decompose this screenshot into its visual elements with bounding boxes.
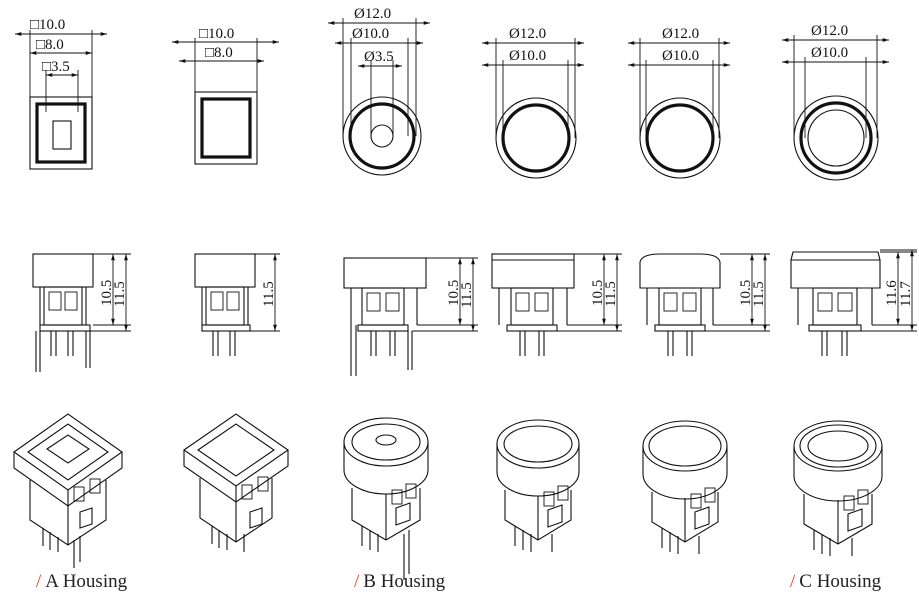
side-view-1: 10.5 11.5 — [32, 253, 131, 372]
caption-a-label: A Housing — [45, 571, 128, 592]
iso-view-a-window — [13, 413, 123, 568]
height-body: 10.5 — [446, 280, 462, 306]
dim-window-square: □3.5 — [42, 59, 70, 75]
height-body: 10.5 — [99, 280, 115, 306]
dim-inner-square: □8.0 — [205, 45, 233, 61]
iso-view-b-window — [343, 417, 429, 580]
caption-accent-slash: / — [354, 571, 360, 592]
caption-accent-slash: / — [36, 571, 42, 592]
top-view-c: Ø12.0 Ø10.0 — [782, 23, 889, 181]
height-total: 11.5 — [112, 281, 128, 307]
height-total: 11.7 — [898, 281, 914, 307]
side-view-6: 11.6 11.7 — [790, 249, 917, 356]
dim-window-diameter: Ø3.5 — [364, 49, 394, 65]
height-total: 11.5 — [261, 281, 277, 307]
caption-a-housing: /A Housing — [36, 571, 127, 593]
dim-outer-diameter: Ø12.0 — [509, 26, 546, 42]
height-total: 11.5 — [459, 282, 475, 308]
dim-outer-square: □10.0 — [199, 26, 234, 42]
side-view-4: 10.5 11.5 — [491, 253, 622, 356]
top-view-b-plain: Ø12.0 Ø10.0 — [482, 26, 584, 179]
dim-outer-square: □10.0 — [30, 17, 65, 33]
height-total: 11.5 — [603, 281, 619, 307]
top-view-a-window: □10.0 □8.0 □3.5 — [15, 17, 107, 170]
caption-accent-slash: / — [790, 571, 796, 592]
iso-view-b-plain-2 — [642, 420, 728, 554]
height-body: 10.5 — [738, 280, 754, 306]
top-view-b-plain-2: Ø12.0 Ø10.0 — [628, 26, 730, 179]
caption-b-label: B Housing — [363, 571, 446, 592]
dim-outer-diameter: Ø12.0 — [354, 6, 391, 22]
iso-view-c — [793, 420, 883, 556]
side-view-2: 11.5 — [194, 253, 280, 356]
dim-inner-diameter: Ø10.0 — [352, 26, 389, 42]
dim-inner-square: □8.0 — [36, 37, 64, 53]
side-view-3: 10.5 11.5 — [343, 257, 478, 376]
dim-outer-diameter: Ø12.0 — [811, 23, 848, 39]
dim-inner-diameter: Ø10.0 — [662, 48, 699, 64]
iso-view-a-plain — [183, 413, 289, 552]
caption-c-housing: /C Housing — [790, 571, 881, 593]
height-body: 10.5 — [590, 280, 606, 306]
caption-c-label: C Housing — [799, 571, 882, 592]
dim-inner-diameter: Ø10.0 — [509, 48, 546, 64]
side-view-5: 10.5 11.5 — [639, 253, 770, 356]
top-view-b-window: Ø12.0 Ø10.0 Ø3.5 — [328, 6, 430, 176]
top-view-a-plain: □10.0 □8.0 — [172, 26, 279, 165]
iso-view-b-plain — [496, 419, 580, 552]
caption-b-housing: /B Housing — [354, 571, 445, 593]
dim-outer-diameter: Ø12.0 — [662, 26, 699, 42]
dim-inner-diameter: Ø10.0 — [811, 45, 848, 61]
height-body: 11.6 — [884, 280, 900, 306]
height-total: 11.5 — [751, 281, 767, 307]
